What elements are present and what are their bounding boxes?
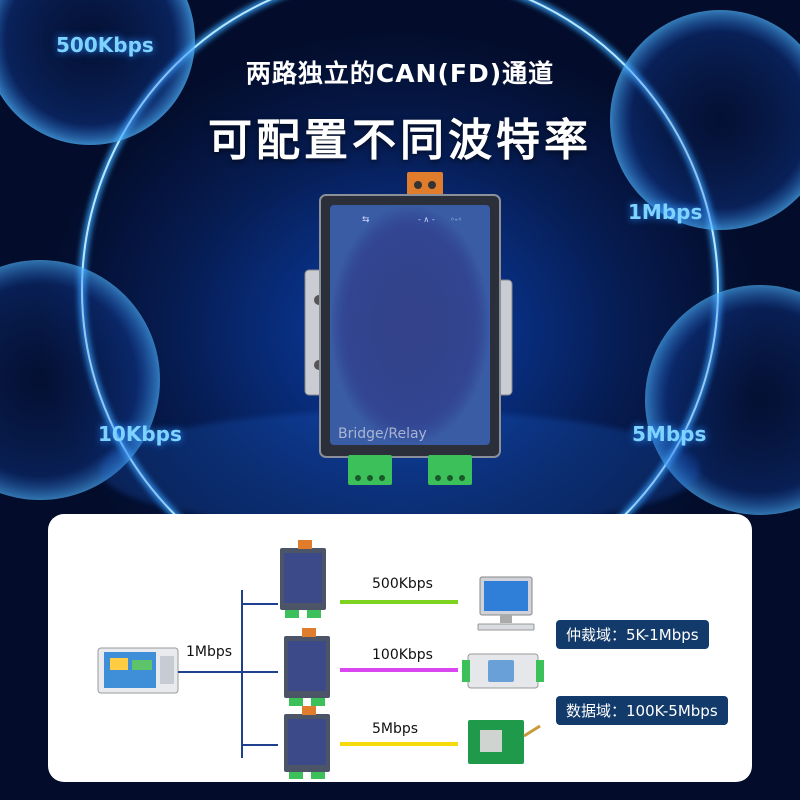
svg-text:◦-◦: ◦-◦ [450, 215, 462, 224]
speed-label-500kbps: 500Kbps [56, 33, 154, 57]
circuit-board-target [468, 720, 541, 764]
sensor-module-target [462, 653, 544, 689]
can-device-image: ⇆ - ∧ - ◦-◦ Bridge/Relay [304, 172, 513, 485]
hmi-source-device [97, 647, 179, 694]
branch-speed-label-1: 500Kbps [372, 576, 433, 592]
converter-device-2 [284, 628, 330, 706]
svg-text:- ∧ -: - ∧ - [418, 215, 435, 224]
headline-title: 两路独立的CAN(FD)通道 [245, 59, 555, 88]
svg-text:⇆: ⇆ [362, 215, 370, 225]
computer-monitor-target [477, 576, 535, 631]
data-domain-badge: 数据域：100K-5Mbps [556, 696, 728, 725]
speed-label-1mbps: 1Mbps [628, 200, 703, 224]
converter-device-1 [280, 540, 326, 618]
arbitration-domain-badge: 仲裁域：5K-1Mbps [556, 620, 709, 649]
source-speed-label: 1Mbps [186, 644, 233, 660]
branch-speed-label-2: 100Kbps [372, 647, 433, 663]
glow-rings-decoration [0, 0, 800, 520]
speed-label-5mbps: 5Mbps [632, 422, 707, 446]
top-terminal [407, 172, 443, 198]
converter-device-3 [284, 706, 330, 779]
branch-speed-label-3: 5Mbps [372, 721, 419, 737]
speed-label-10kbps: 10Kbps [98, 422, 182, 446]
headline-subtitle: 可配置不同波特率 [208, 115, 592, 166]
device-model-text: Bridge/Relay [338, 426, 427, 442]
